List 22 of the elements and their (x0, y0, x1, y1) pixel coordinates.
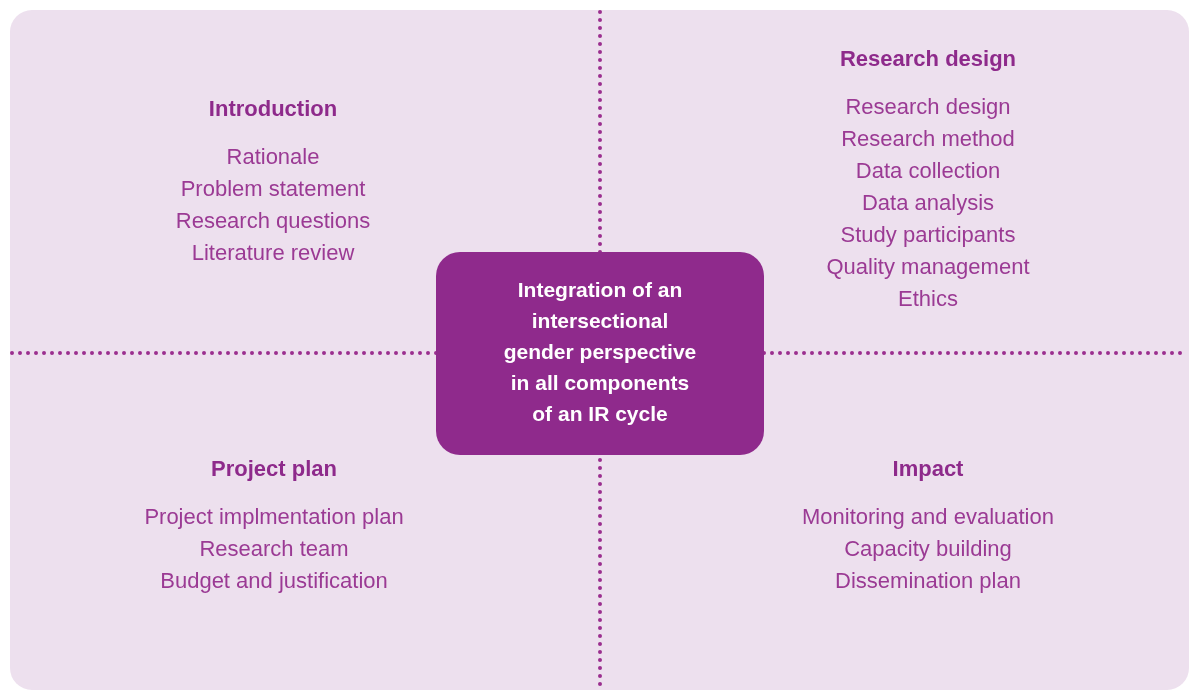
list-item: Research questions (175, 207, 371, 235)
section-heading: Research design (839, 45, 1017, 73)
list-item: Data collection (855, 157, 1001, 185)
list-item: Research team (199, 535, 349, 563)
section-heading: Introduction (208, 95, 338, 123)
list-item: Monitoring and evaluation (802, 503, 1054, 531)
list-item: Budget and justification (160, 567, 388, 595)
list-item: Project implmentation plan (144, 503, 404, 531)
list-item: Problem statement (180, 175, 366, 203)
list-item: Quality management (826, 253, 1030, 281)
list-item: Capacity building (844, 535, 1012, 563)
list-item: Research design (845, 93, 1011, 121)
list-item: Research method (841, 125, 1015, 153)
list-item: Literature review (191, 239, 355, 267)
list-item: Rationale (226, 143, 320, 171)
list-item: Study participants (840, 221, 1016, 249)
center-box: Integration of an intersectional gender perspective in all components of an IR cycle (436, 252, 764, 455)
list-item: Dissemination plan (835, 567, 1021, 595)
section-heading: Project plan (211, 455, 337, 483)
list-item: Data analysis (861, 189, 995, 217)
section-heading: Impact (892, 455, 964, 483)
list-item: Ethics (898, 285, 958, 313)
